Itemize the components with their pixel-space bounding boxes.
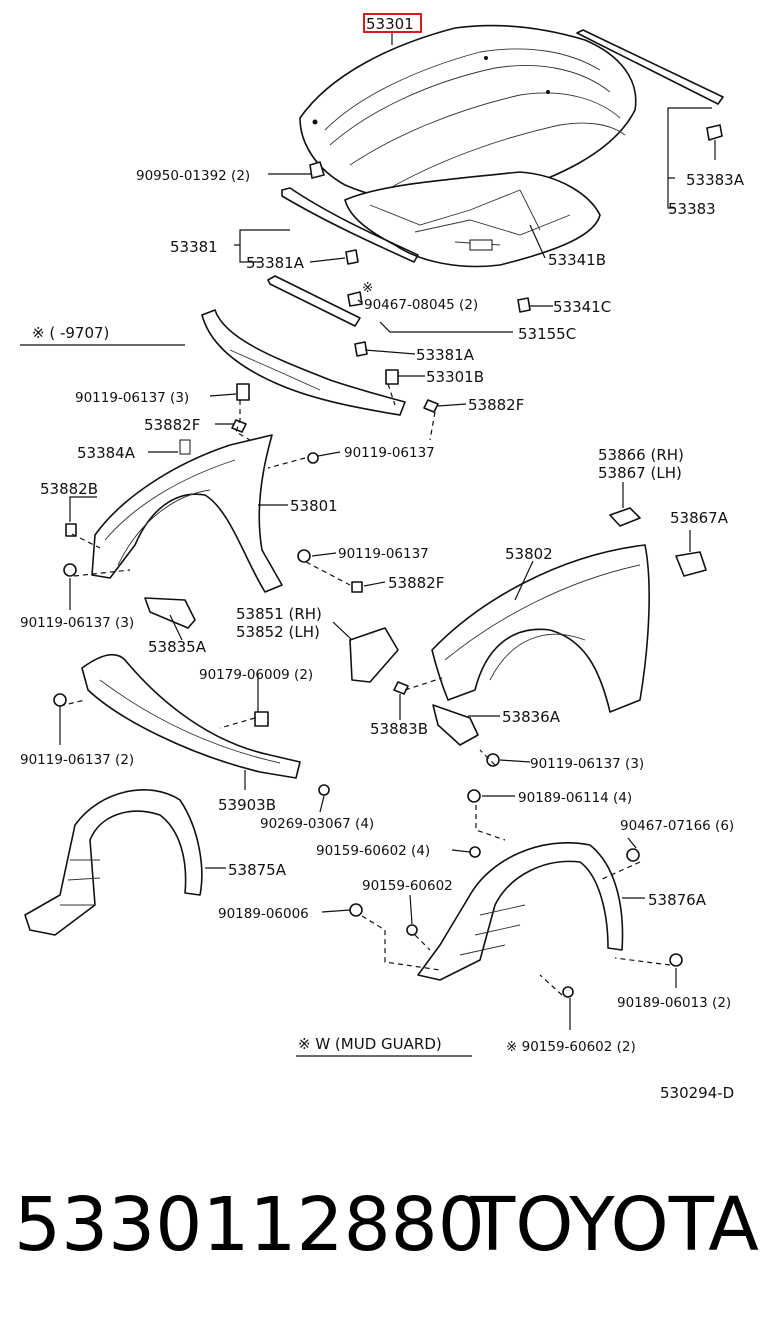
label-90119-a: 90119-06137 (3) bbox=[75, 390, 189, 406]
hood-panel bbox=[299, 24, 637, 205]
label-53882F-3: 53882F bbox=[388, 574, 444, 592]
clip-icon bbox=[53, 452, 683, 998]
label-note-range: ※ ( -9707) bbox=[32, 324, 109, 342]
radiator-support-upper bbox=[201, 309, 406, 416]
label-53301: 53301 bbox=[366, 15, 414, 33]
label-53381A-2: 53381A bbox=[416, 346, 475, 364]
label-90119-d: 90119-06137 (3) bbox=[20, 615, 134, 631]
label-53801: 53801 bbox=[290, 497, 338, 515]
label-53882B: 53882B bbox=[40, 480, 98, 498]
label-90119-c: 90119-06137 bbox=[338, 546, 429, 562]
label-90179: 90179-06009 (2) bbox=[199, 667, 313, 683]
label-53341B: 53341B bbox=[548, 251, 606, 269]
label-53867: 53867 (LH) bbox=[598, 464, 682, 482]
label-90189-c: 90189-06013 (2) bbox=[617, 995, 731, 1011]
label-53875A: 53875A bbox=[228, 861, 287, 879]
label-90159-a: 90159-60602 (4) bbox=[316, 843, 430, 859]
label-ref-code: 530294-D bbox=[660, 1084, 734, 1102]
label-90119-e: 90119-06137 (2) bbox=[20, 752, 134, 768]
label-90159-c: ※ 90159-60602 (2) bbox=[506, 1039, 636, 1055]
front-bumper-reinforcement bbox=[81, 653, 301, 779]
fender-right bbox=[431, 544, 650, 713]
label-53876A: 53876A bbox=[648, 891, 707, 909]
label-53802: 53802 bbox=[505, 545, 553, 563]
label-53882F-1: 53882F bbox=[468, 396, 524, 414]
label-90119-f: 90119-06137 (3) bbox=[530, 756, 644, 772]
label-53867A: 53867A bbox=[670, 509, 729, 527]
label-90467-07166: 90467-07166 (6) bbox=[620, 818, 734, 834]
mud-guard-left bbox=[24, 789, 203, 936]
hood-support-bar bbox=[267, 275, 361, 327]
label-90159-b: 90159-60602 bbox=[362, 878, 453, 894]
label-53341C: 53341C bbox=[553, 298, 611, 316]
label-53851: 53851 (RH) bbox=[236, 605, 322, 623]
label-53866: 53866 (RH) bbox=[598, 446, 684, 464]
label-53836A: 53836A bbox=[502, 708, 561, 726]
hood-inner-frame bbox=[344, 171, 601, 268]
label-90269: 90269-03067 (4) bbox=[260, 816, 374, 832]
label-90467-08045: 90467-08045 (2) bbox=[364, 297, 478, 313]
highlight-box bbox=[363, 13, 422, 33]
brand-name: TOYOTA bbox=[470, 1182, 759, 1268]
label-53883B: 53883B bbox=[370, 720, 428, 738]
fender-bracket-lh bbox=[144, 597, 196, 629]
label-53381: 53381 bbox=[170, 238, 218, 256]
label-53383: 53383 bbox=[668, 200, 716, 218]
label-90950: 90950-01392 (2) bbox=[136, 168, 250, 184]
label-53301B: 53301B bbox=[426, 368, 484, 386]
label-53384A: 53384A bbox=[77, 444, 136, 462]
label-90189-a: 90189-06114 (4) bbox=[518, 790, 632, 806]
clip-icon bbox=[393, 681, 409, 695]
label-53155C: 53155C bbox=[518, 325, 576, 343]
label-53381A-1: 53381A bbox=[246, 254, 305, 272]
label-90189-b: 90189-06006 bbox=[218, 906, 309, 922]
cowl-seal bbox=[576, 29, 724, 105]
label-53903B: 53903B bbox=[218, 796, 276, 814]
hood-seal-front bbox=[281, 187, 419, 263]
leader-lines bbox=[20, 32, 716, 1057]
label-53852: 53852 (LH) bbox=[236, 623, 320, 641]
part-number: 5330112880 bbox=[14, 1182, 485, 1268]
fender-left bbox=[91, 434, 283, 593]
fender-bracket-rh bbox=[349, 627, 399, 683]
dashed-leader-lines bbox=[59, 383, 671, 996]
label-90119-b: 90119-06137 bbox=[344, 445, 435, 461]
label-53835A: 53835A bbox=[148, 638, 207, 656]
label-note-star: ※ bbox=[362, 280, 373, 296]
label-mud-guard: ※ W (MUD GUARD) bbox=[298, 1035, 442, 1053]
clip-icon bbox=[609, 507, 641, 527]
label-53882F-2: 53882F bbox=[144, 416, 200, 434]
mud-guard-right bbox=[417, 841, 624, 981]
clip-icon bbox=[254, 711, 269, 727]
clip-icon bbox=[231, 124, 723, 433]
label-53383A: 53383A bbox=[686, 171, 745, 189]
clip-icon bbox=[675, 551, 707, 577]
fender-bracket-rh-lower bbox=[432, 704, 479, 746]
part-labels: 53301 53383A 53383 90950-01392 (2) 53381… bbox=[20, 15, 745, 1102]
